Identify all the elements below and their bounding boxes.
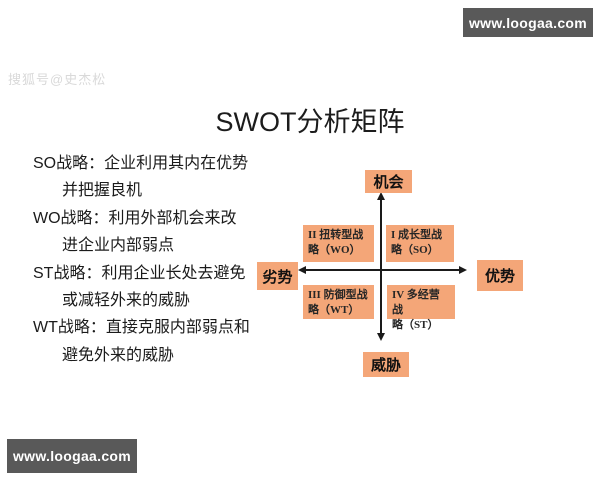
axis-arrow-down-icon xyxy=(377,333,385,341)
definition-st: ST战略：利用企业长处去避免 或减轻外来的威胁 xyxy=(33,260,283,315)
quadrant-4-st-line2: 略（ST） xyxy=(392,319,439,331)
horizontal-axis-line xyxy=(304,269,461,271)
definition-wt: WT战略：直接克服内部弱点和 避免外来的威胁 xyxy=(33,314,283,369)
quadrant-2-wo-line2: 略（WO） xyxy=(308,244,361,256)
definition-wo-line1: WO战略：利用外部机会来改 xyxy=(33,209,237,227)
definition-wt-line2: 避免外来的威胁 xyxy=(62,346,175,364)
definition-wo-line2: 进企业内部弱点 xyxy=(62,237,175,255)
site-watermark-bottom: www.loogaa.com xyxy=(7,439,137,473)
quadrant-3-wt-line1: III 防御型战 xyxy=(308,289,368,301)
definition-wo: WO战略：利用外部机会来改 进企业内部弱点 xyxy=(33,205,283,260)
axis-arrow-left-icon xyxy=(298,266,306,274)
definition-so-line1: SO战略：企业利用其内在优势 xyxy=(33,155,249,172)
quadrant-2-wo-line1: II 扭转型战 xyxy=(308,229,364,241)
site-watermark-bottom-text: www.loogaa.com xyxy=(12,448,132,464)
axis-label-opportunity: 机会 xyxy=(365,170,412,193)
quadrant-1-so-box: I 成长型战 略（SO） xyxy=(386,225,454,262)
definition-st-line2: 或减轻外来的威胁 xyxy=(62,292,191,310)
strategy-definitions: SO战略：企业利用其内在优势 并把握良机 WO战略：利用外部机会来改 进企业内部… xyxy=(33,150,283,369)
site-watermark-top: www.loogaa.com xyxy=(463,8,593,37)
page-title: SWOT分析矩阵 xyxy=(215,107,405,137)
definition-wt-line1: WT战略：直接克服内部弱点和 xyxy=(33,319,250,337)
axis-label-threat: 威胁 xyxy=(363,352,409,377)
quadrant-2-wo-box: II 扭转型战 略（WO） xyxy=(303,225,374,262)
quadrant-1-so-line1: I 成长型战 xyxy=(391,229,443,241)
definition-so: SO战略：企业利用其内在优势 并把握良机 xyxy=(33,150,283,205)
axis-label-weakness: 劣势 xyxy=(257,262,298,290)
vertical-axis-line xyxy=(380,198,382,334)
definition-so-line2: 并把握良机 xyxy=(62,182,143,200)
definition-st-line1: ST战略：利用企业长处去避免 xyxy=(33,264,246,282)
site-watermark-top-text: www.loogaa.com xyxy=(468,14,588,31)
quadrant-3-wt-line2: 略（WT） xyxy=(308,304,360,316)
axis-arrow-right-icon xyxy=(459,266,467,274)
axis-label-strength: 优势 xyxy=(477,260,523,291)
axis-arrow-up-icon xyxy=(377,192,385,200)
quadrant-1-so-line2: 略（SO） xyxy=(391,244,439,256)
quadrant-3-wt-box: III 防御型战 略（WT） xyxy=(303,285,374,319)
quadrant-4-st-box: IV 多经营战 略（ST） xyxy=(387,285,455,331)
quadrant-4-st-line1: IV 多经营战 xyxy=(392,289,440,316)
author-watermark: 搜狐号@史杰松 xyxy=(8,72,107,87)
